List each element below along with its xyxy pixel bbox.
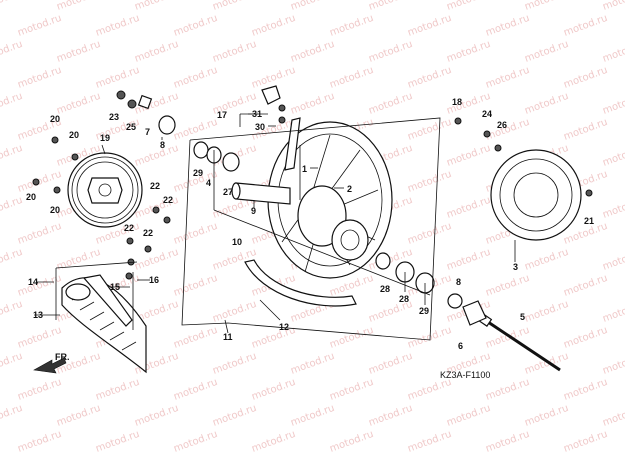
brake-disc [67,152,143,228]
callout-15: 15 [110,282,120,292]
callout-22-c: 22 [124,223,134,233]
callout-21: 21 [584,216,594,226]
leader-lines [34,113,516,334]
callout-2: 2 [347,184,352,194]
callout-4: 4 [206,178,211,188]
callout-3: 3 [513,262,518,272]
small-hardware [116,85,593,309]
callout-28-a: 28 [380,284,390,294]
front-direction-arrow: FR. [33,352,70,374]
callout-16: 16 [149,275,159,285]
callout-5: 5 [520,312,525,322]
assembly-frames [55,117,441,341]
callout-19: 19 [100,133,110,143]
callout-8-right: 8 [456,277,461,287]
rear-wheel [267,117,393,279]
driven-sprocket [490,149,582,241]
callout-10: 10 [232,237,242,247]
callout-numbers: 1 2 3 4 5 6 7 8 8 9 10 11 12 13 14 15 16… [26,97,594,351]
callout-22-b: 22 [163,195,173,205]
callout-31: 31 [252,109,262,119]
rim-band [244,259,357,307]
callout-17: 17 [217,110,227,120]
disc-bolts [32,136,79,194]
callout-20-a: 20 [50,114,60,124]
callout-26: 26 [497,120,507,130]
tire-assembly [61,272,147,374]
callout-29-b: 29 [419,306,429,316]
callout-12: 12 [279,322,289,332]
callout-7: 7 [145,127,150,137]
chain-adjuster [462,300,487,326]
callout-14: 14 [28,277,38,287]
callout-28-b: 28 [399,294,409,304]
callout-9: 9 [251,206,256,216]
diagram-code: KZ3A-F1100 [440,370,490,380]
callout-20-d: 20 [50,205,60,215]
callout-27: 27 [223,187,233,197]
callout-18: 18 [452,97,462,107]
callout-22-a: 22 [150,181,160,191]
distance-collar [231,182,291,205]
callout-24: 24 [482,109,492,119]
callout-20-b: 20 [69,130,79,140]
bearings-left [193,141,240,172]
callout-11: 11 [223,332,233,342]
callout-20-c: 20 [26,192,36,202]
callout-23: 23 [109,112,119,122]
axle [477,313,561,372]
callout-25: 25 [126,122,136,132]
callout-29-a: 29 [193,168,203,178]
callout-30: 30 [255,122,265,132]
callout-6: 6 [458,341,463,351]
direction-label: FR. [55,352,70,362]
callout-1: 1 [302,164,307,174]
callout-22-d: 22 [143,228,153,238]
callout-13: 13 [33,310,43,320]
callout-8-top: 8 [160,140,165,150]
